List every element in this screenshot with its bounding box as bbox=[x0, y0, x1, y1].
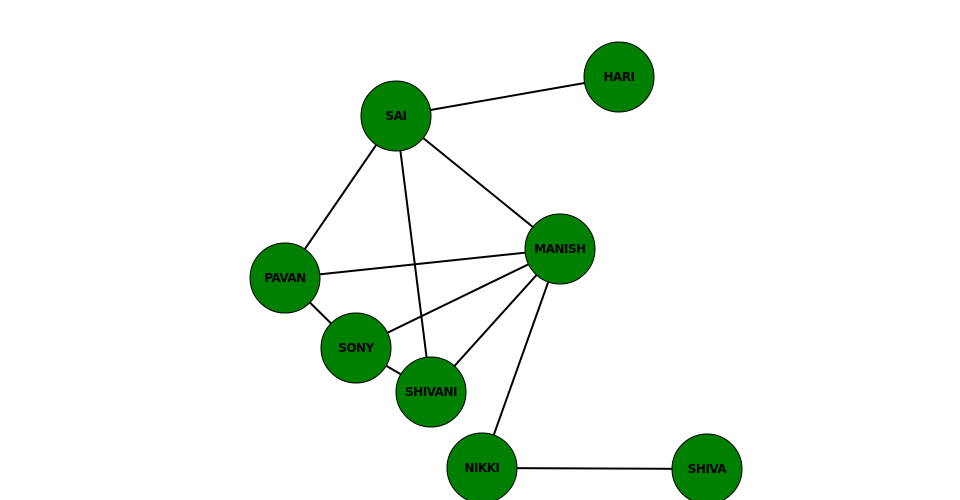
node-label: MANISH bbox=[534, 242, 585, 256]
edge-pavan-manish bbox=[284, 248, 561, 279]
node-shivani[interactable]: SHIVANI bbox=[395, 356, 467, 428]
node-circle[interactable] bbox=[524, 213, 596, 285]
nodes: SAI HARI MANISH PAVAN SONY SHIVANI NIKKI SHIVA bbox=[249, 41, 743, 500]
node-label: SHIVA bbox=[688, 462, 728, 476]
node-label: SAI bbox=[386, 109, 407, 123]
node-label: NIKKI bbox=[464, 461, 499, 475]
node-circle[interactable] bbox=[446, 432, 518, 500]
node-label: SHIVANI bbox=[405, 385, 457, 399]
node-circle[interactable] bbox=[583, 41, 655, 113]
node-label: PAVAN bbox=[264, 271, 305, 285]
node-hari[interactable]: HARI bbox=[583, 41, 655, 113]
edge-sony-manish bbox=[355, 248, 561, 349]
node-label: SONY bbox=[338, 341, 374, 355]
node-shiva[interactable]: SHIVA bbox=[671, 433, 743, 500]
node-manish[interactable]: MANISH bbox=[524, 213, 596, 285]
node-circle[interactable] bbox=[320, 312, 392, 384]
node-circle[interactable] bbox=[395, 356, 467, 428]
node-circle[interactable] bbox=[360, 80, 432, 152]
edge-manish-nikki bbox=[481, 248, 561, 469]
node-nikki[interactable]: NIKKI bbox=[446, 432, 518, 500]
node-pavan[interactable]: PAVAN bbox=[249, 242, 321, 314]
edge-sai-hari bbox=[395, 76, 620, 117]
node-sony[interactable]: SONY bbox=[320, 312, 392, 384]
node-circle[interactable] bbox=[671, 433, 743, 500]
edge-nikki-shiva bbox=[481, 467, 708, 470]
edge-sai-shivani bbox=[395, 115, 432, 393]
node-sai[interactable]: SAI bbox=[360, 80, 432, 152]
node-circle[interactable] bbox=[249, 242, 321, 314]
node-label: HARI bbox=[603, 70, 634, 84]
edges bbox=[284, 76, 708, 470]
